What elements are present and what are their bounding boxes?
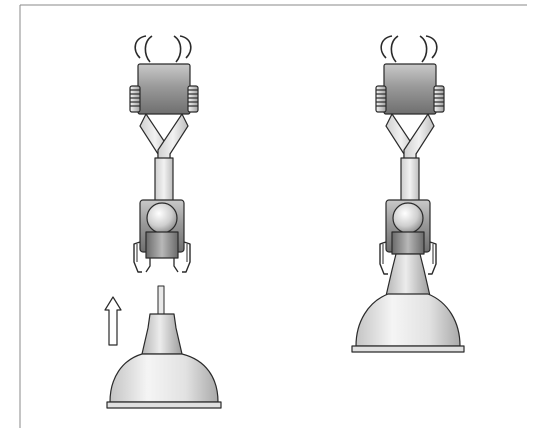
roller-right [433,85,445,113]
socket-clip-right [428,241,437,275]
lamp-reflector [109,353,219,403]
roller-left [129,85,141,113]
adapter-block [137,63,191,115]
roller-left [375,85,387,113]
arm-right [403,113,435,161]
stem [154,157,174,203]
lamp-neck [141,313,183,355]
lamp-rim [106,401,222,409]
lamp-pin [157,285,165,315]
rail-clip-left-hook [380,35,399,63]
rail-clip-right-hook [173,35,192,63]
socket-clip-right [182,241,191,273]
left-fixture-detached [104,35,222,409]
ball-joint [146,202,178,234]
rail-clip-left-hook [134,35,153,63]
lamp-reflector [355,293,461,347]
right-fixture-attached [351,35,465,353]
ball-joint [392,202,424,234]
roller-right [187,85,199,113]
lamp-rim [351,345,465,353]
lamp-socket [145,231,179,259]
lamp-neck [385,253,431,297]
up-arrow-icon [104,296,122,346]
stem [400,157,420,203]
rail-clip-right-hook [419,35,438,63]
socket-clip-left [133,241,142,273]
lamp-socket [391,231,425,255]
socket-clip-left [379,241,388,275]
arm-right [157,113,189,161]
adapter-block [383,63,437,115]
